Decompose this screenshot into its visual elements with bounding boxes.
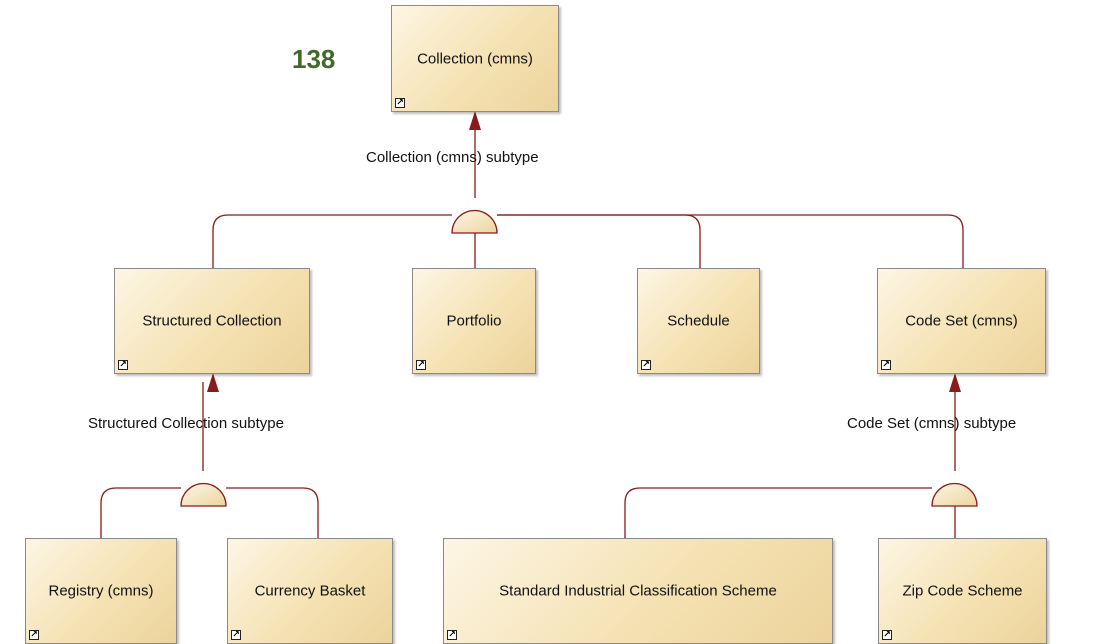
entity-schedule[interactable]: Schedule ↗: [637, 268, 760, 374]
shortcut-icon: ↗: [231, 630, 241, 640]
entity-label: Standard Industrial Classification Schem…: [499, 582, 777, 600]
connector-registry: [100, 487, 181, 538]
subtype-symbol-collection: [451, 209, 498, 234]
relationship-label-code-set-subtype: Code Set (cmns) subtype: [847, 415, 1017, 432]
shortcut-icon: ↗: [882, 630, 892, 640]
entity-registry[interactable]: Registry (cmns) ↗: [25, 538, 177, 644]
shortcut-icon: ↗: [447, 630, 457, 640]
entity-label: Currency Basket: [254, 582, 366, 600]
arrowhead-collection: [469, 111, 481, 130]
entity-portfolio[interactable]: Portfolio ↗: [412, 268, 536, 374]
connector-currency-basket: [226, 487, 319, 538]
shortcut-icon: ↗: [395, 98, 405, 108]
shortcut-icon: ↗: [641, 360, 651, 370]
arrowhead-structured-collection: [207, 373, 219, 392]
entity-label: Structured Collection: [142, 312, 282, 330]
connector-sic-scheme: [624, 487, 932, 538]
entity-label: Zip Code Scheme: [902, 582, 1023, 600]
shortcut-icon: ↗: [881, 360, 891, 370]
relationship-label-collection-subtype: Collection (cmns) subtype: [366, 149, 539, 166]
entity-label: Portfolio: [446, 312, 502, 330]
arrowhead-code-set: [949, 373, 961, 392]
subtype-symbol-code-set: [931, 482, 978, 507]
relationship-label-structured-collection-subtype: Structured Collection subtype: [88, 415, 284, 432]
connector-structured-collection: [212, 214, 452, 268]
entity-sic-scheme[interactable]: Standard Industrial Classification Schem…: [443, 538, 833, 644]
entity-collection[interactable]: Collection (cmns) ↗: [391, 5, 559, 112]
entity-label: Registry (cmns): [48, 582, 154, 600]
entity-label: Collection (cmns): [417, 50, 533, 67]
shortcut-icon: ↗: [29, 630, 39, 640]
entity-code-set[interactable]: Code Set (cmns) ↗: [877, 268, 1046, 374]
subtype-symbol-structured-collection: [180, 482, 227, 507]
shortcut-icon: ↗: [416, 360, 426, 370]
entity-structured-collection[interactable]: Structured Collection ↗: [114, 268, 310, 374]
connector-code-set: [497, 214, 964, 268]
entity-zip-code-scheme[interactable]: Zip Code Scheme ↗: [878, 538, 1047, 644]
entity-currency-basket[interactable]: Currency Basket ↗: [227, 538, 393, 644]
entity-label: Schedule: [667, 312, 730, 330]
shortcut-icon: ↗: [118, 360, 128, 370]
page-number: 138: [292, 44, 336, 74]
entity-label: Code Set (cmns): [905, 312, 1018, 330]
connector-schedule: [497, 214, 701, 268]
